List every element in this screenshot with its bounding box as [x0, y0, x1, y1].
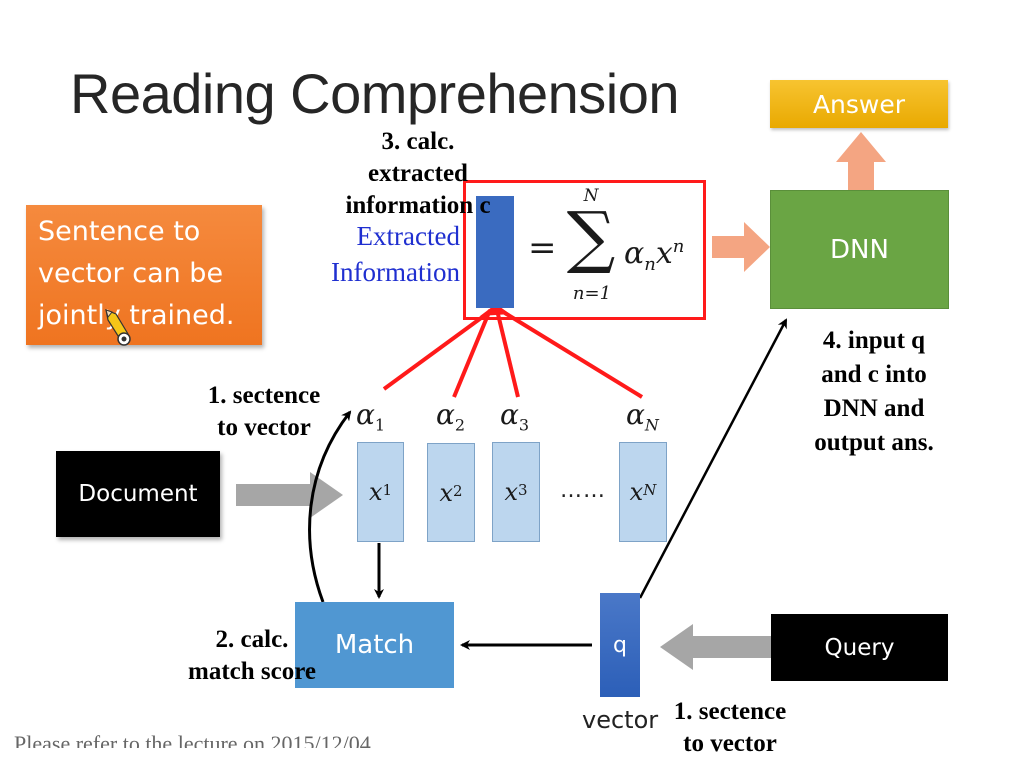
note-line: jointly trained. [38, 300, 235, 331]
jointly-trained-note: Sentence to vector can be jointly traine… [26, 205, 262, 345]
formula-x-sup: n [672, 236, 685, 257]
annotation-line: extracted [368, 160, 468, 187]
formula-x: x [655, 236, 673, 271]
annotation-line: to vector [217, 414, 311, 441]
page-title: Reading Comprehension [70, 62, 680, 125]
extracted-information-label: Extracted Information [300, 218, 460, 290]
pencil-cursor-icon [105, 309, 131, 346]
alpha-label: α2 [436, 398, 466, 435]
annotation-line: 2. calc. [215, 626, 289, 653]
dnn-to-answer-arrow [836, 132, 886, 191]
step4-annotation: 4. input q and c into DNN and output ans… [796, 324, 952, 460]
annotation-line: information c [345, 192, 491, 219]
annotation-line: 4. input q [822, 327, 926, 354]
alpha-label: α3 [500, 398, 530, 435]
query-vector-q: q [600, 593, 640, 697]
q-to-dnn-arrow [638, 318, 788, 599]
formula-alpha-sub: n [644, 254, 656, 275]
vector-label: vector [582, 706, 659, 734]
dnn-box: DNN [770, 190, 949, 309]
footer-note: Please refer to the lecture on 2015/12/0… [14, 731, 371, 748]
extracted-vector-c [476, 196, 514, 308]
attention-line-N [498, 308, 644, 399]
formula-sigma: ∑ [566, 198, 616, 277]
attention-line-3 [495, 309, 520, 398]
answer-box: Answer [770, 80, 948, 128]
annotation-line: match score [188, 658, 316, 685]
formula-lower-limit: n=1 [572, 283, 612, 304]
annotation-line: 3. calc. [381, 128, 455, 155]
document-to-sequence-arrow [236, 472, 343, 518]
attention-line-1 [382, 308, 494, 391]
extracted-line: Information [331, 257, 460, 287]
attention-lines [382, 304, 644, 399]
query-box: Query [771, 614, 948, 681]
annotation-line: 1. sectence [207, 382, 321, 409]
extraction-formula-box [463, 180, 706, 320]
document-box: Document [56, 451, 220, 537]
step3-annotation: 3. calc. extracted information c [318, 126, 518, 222]
match-box: Match [295, 602, 454, 688]
alpha-label: αN [626, 398, 659, 435]
annotation-line: DNN and [823, 395, 925, 422]
step1-left-annotation: 1. sectence to vector [186, 380, 342, 444]
formula-to-dnn-arrow [712, 222, 770, 272]
formula-alpha: α [624, 236, 645, 271]
query-to-q-arrow [660, 624, 772, 670]
note-line: vector can be [38, 258, 224, 289]
note-line: Sentence to [38, 216, 201, 247]
sequence-ellipsis: …… [560, 478, 606, 503]
annotation-line: output ans. [814, 429, 934, 456]
formula-term: αnxn [624, 236, 684, 275]
formula-upper-limit: N [583, 186, 599, 206]
annotation-line: 1. sectence [673, 698, 787, 725]
attention-line-2 [452, 309, 492, 398]
extracted-line: Extracted [356, 221, 460, 251]
step1-bottom-annotation: 1. sectence to vector [652, 696, 808, 760]
annotation-line: and c into [821, 361, 927, 388]
annotation-line: to vector [683, 730, 777, 757]
match-to-alpha-arrow [308, 410, 352, 603]
step2-annotation: 2. calc. match score [168, 624, 336, 688]
alpha-label: α1 [356, 398, 386, 435]
formula-equals: = [528, 228, 557, 268]
